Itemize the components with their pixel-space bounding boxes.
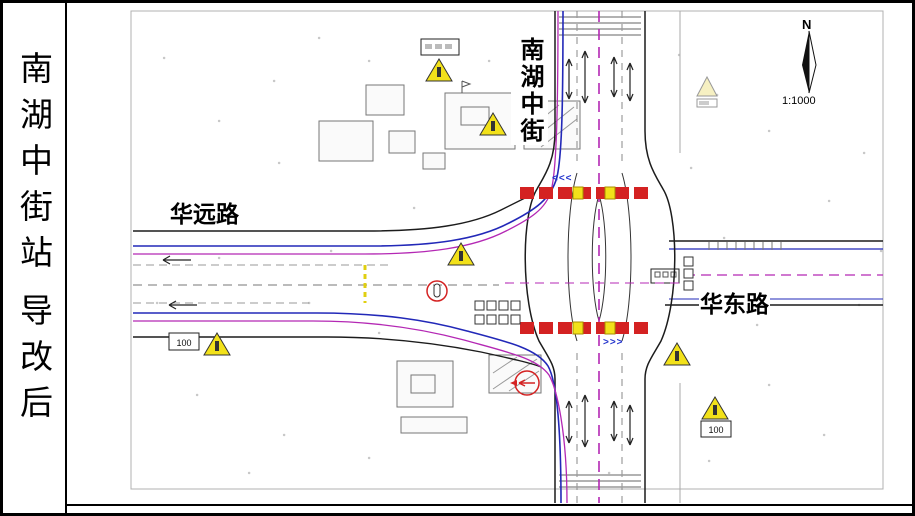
utility-box — [683, 268, 694, 279]
sign-glyph — [445, 44, 452, 49]
pale-triangle-icon — [696, 75, 718, 97]
compass-needle-dark — [802, 31, 809, 93]
island-lens-right — [598, 194, 607, 322]
triangle-glyph — [491, 121, 495, 131]
closure-segment — [634, 322, 648, 334]
works-box — [486, 314, 497, 325]
route-magenta-west-south — [133, 320, 568, 503]
red-arrow-head — [510, 380, 517, 386]
utility-box — [683, 256, 694, 267]
sign-cell — [654, 271, 661, 278]
bottom-rule — [3, 504, 912, 506]
building — [318, 120, 374, 162]
closure-segment — [634, 187, 648, 199]
building — [365, 84, 405, 116]
closure-segment — [558, 322, 572, 334]
building — [400, 416, 468, 434]
road-label-nanhu: 南湖中街 — [511, 37, 548, 145]
chevron-marks: <<< >>> — [552, 173, 624, 348]
diversion-routes — [133, 10, 568, 503]
route-blue-west-south — [133, 312, 562, 503]
distance-sign-text: 100 — [176, 338, 191, 348]
works-box — [510, 314, 521, 325]
sign-cell — [662, 271, 669, 278]
works-box — [486, 300, 497, 311]
lane-arrows — [162, 50, 634, 448]
chevron-down-text: >>> — [603, 337, 624, 348]
road-label-huayuan: 华远路 — [169, 195, 240, 229]
works-boxes — [474, 300, 521, 325]
flag-mark — [461, 80, 472, 93]
distance-sign — [168, 332, 200, 351]
sign-glyph — [425, 44, 432, 49]
distance-sign — [700, 420, 732, 438]
building-inner — [410, 374, 436, 394]
triangle-glyph — [459, 251, 463, 261]
callout-circle — [426, 280, 448, 302]
east-chainage-ticks — [708, 242, 782, 250]
info-signs: 100 100 — [168, 38, 732, 438]
compass-needle-light — [808, 30, 817, 94]
double-arrows-south — [565, 394, 634, 448]
island-lens-left — [591, 194, 600, 322]
barrier-lamp — [604, 186, 616, 200]
road-label-huadong: 华东路 — [699, 285, 770, 319]
callouts — [426, 280, 540, 396]
building — [388, 130, 416, 154]
red-arrow-icon — [518, 379, 535, 387]
centerlines — [505, 11, 681, 503]
drawing-frame — [130, 10, 884, 490]
compass-north-letter: N — [802, 17, 812, 32]
station-title: 南湖中街站 — [15, 51, 53, 281]
building-inner — [460, 106, 490, 126]
triangle-glyph — [437, 67, 441, 77]
closure-barrier-lamps — [572, 186, 616, 335]
works-box — [498, 300, 509, 311]
west-direction-arrows — [162, 255, 197, 310]
crosswalk-top — [559, 16, 641, 36]
closure-segment — [539, 322, 553, 334]
triangle-glyph — [215, 341, 219, 351]
triangle-glyph — [713, 405, 717, 415]
works-box — [510, 300, 521, 311]
barrier-lamp — [604, 321, 616, 335]
closure-segment — [558, 187, 572, 199]
phase-title: 导改后 — [15, 293, 53, 431]
building — [422, 152, 446, 170]
crosswalk-bottom — [559, 474, 641, 488]
frame-rect — [130, 10, 884, 490]
works-box — [498, 314, 509, 325]
works-box — [474, 300, 485, 311]
closure-segment — [520, 322, 534, 334]
drawing-scale: 1:1000 — [782, 95, 816, 107]
plan-svg: <<< >>> — [130, 10, 884, 503]
warning-signs — [203, 58, 729, 420]
triangle-glyph — [675, 351, 679, 361]
sign-glyph — [699, 101, 709, 105]
north-compass — [802, 30, 817, 94]
ns-right-edge — [644, 11, 676, 503]
chevron-up-text: <<< — [552, 173, 573, 184]
route-magenta-west-north — [133, 10, 559, 255]
distance-sign-text: 100 — [708, 425, 723, 435]
closure-segment — [615, 187, 629, 199]
route-blue-west-north — [133, 10, 564, 247]
double-arrows-north — [565, 50, 634, 104]
east-road — [650, 240, 883, 306]
ns-left-edge — [524, 11, 556, 503]
sign-glyph — [435, 44, 442, 49]
west-road-bottom-edge — [133, 336, 542, 368]
closure-segment — [615, 322, 629, 334]
barrier-lamp — [572, 321, 584, 335]
north-south-road — [524, 11, 681, 503]
works-box — [474, 314, 485, 325]
closure-segment — [520, 187, 534, 199]
utility-box — [683, 280, 694, 291]
title-sidebar: 南湖中街站 导改后 — [3, 3, 67, 513]
closure-segment — [539, 187, 553, 199]
plan-drawing-area: <<< >>> — [69, 3, 912, 503]
barrier-lamp — [572, 186, 584, 200]
callout-detail — [433, 283, 441, 298]
